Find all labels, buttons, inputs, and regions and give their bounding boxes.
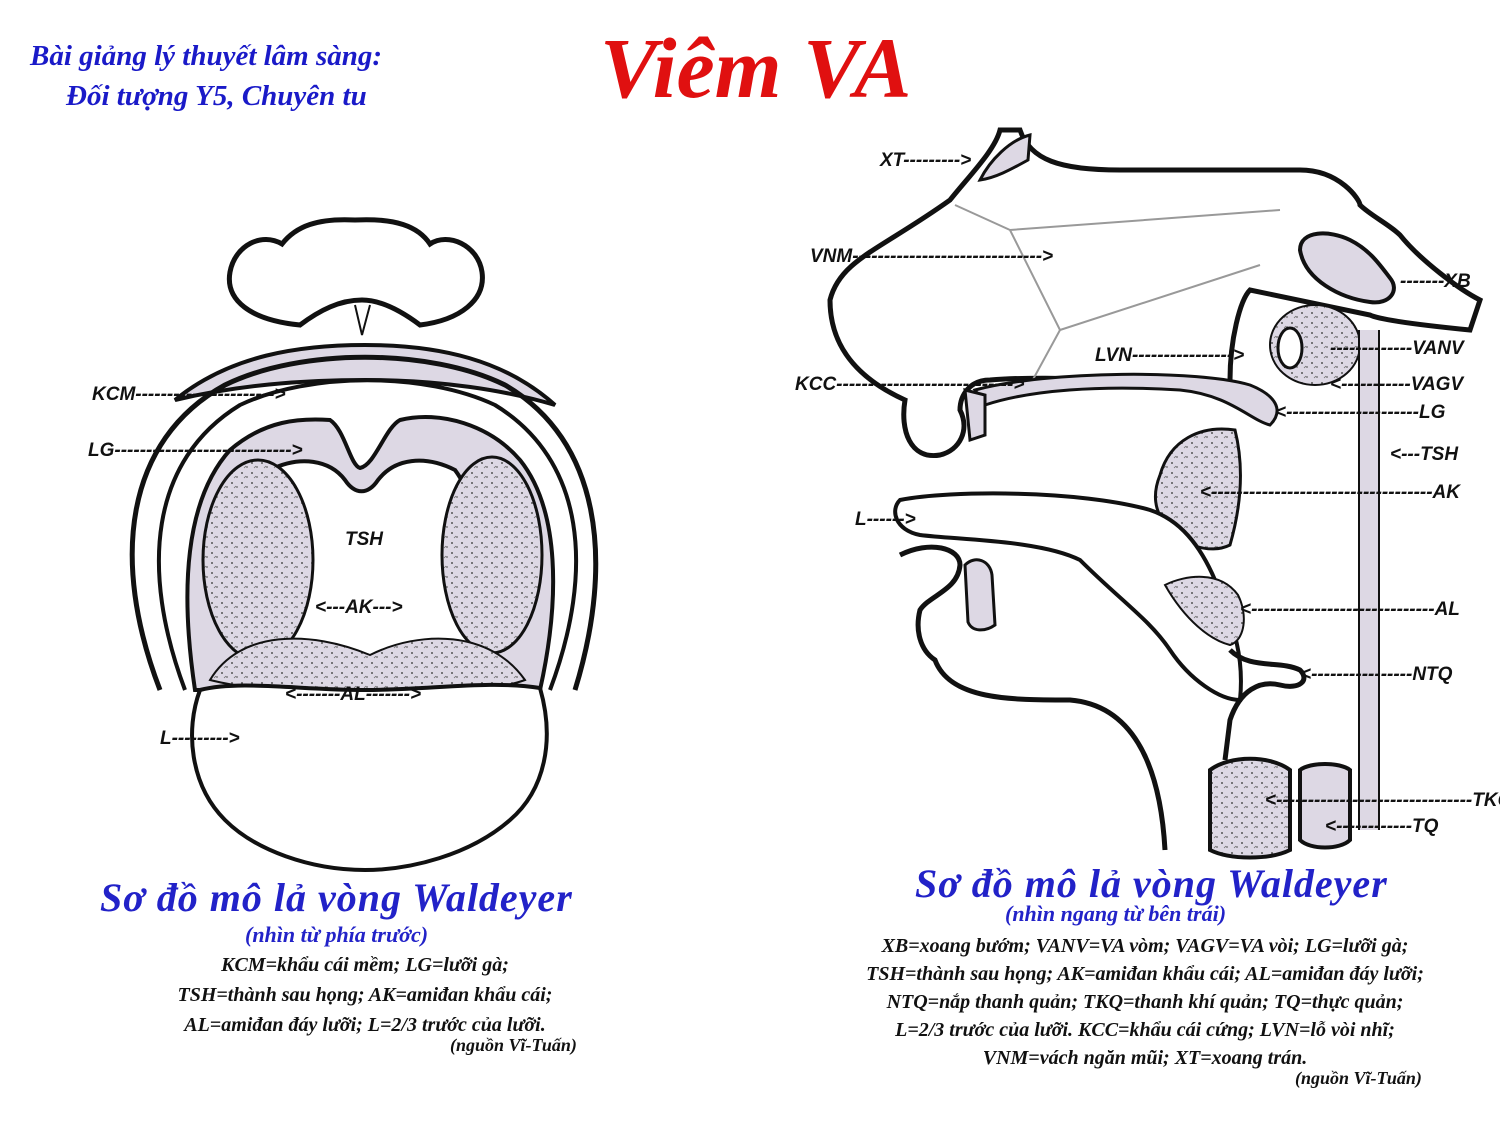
- upper-teeth: [963, 388, 987, 443]
- mouth-inner-arc: [156, 378, 579, 691]
- side-legend-line: NTQ=nắp thanh quản; TKQ=thanh khí quản; …: [886, 991, 1404, 1013]
- label-ak-side: <-----------------------------------AK: [1200, 482, 1461, 503]
- frontal-sinus: [977, 133, 1032, 182]
- palatine-tonsil-right: [440, 455, 544, 655]
- label-kcm-front: KCM---------------------->: [92, 384, 286, 405]
- label-kcc: KCC---------------------------->: [795, 374, 1024, 395]
- label-ak-front: <---AK--->: [315, 597, 403, 618]
- front-legend-line: TSH=thành sau họng; AK=amiđan khẩu cái;: [177, 984, 553, 1006]
- label-vanv: -------------VANV: [1330, 338, 1465, 359]
- side-caption-title: Sơ đồ mô lả vòng Waldeyer: [915, 861, 1388, 906]
- side-legend-line: XB=xoang bướm; VANV=VA vòm; VAGV=VA vòi;…: [881, 935, 1409, 957]
- label-vagv: <-----------VAGV: [1330, 374, 1464, 395]
- tongue-side: [893, 491, 1243, 703]
- side-caption-subtitle: (nhìn ngang từ bên trái): [1005, 901, 1227, 926]
- front-caption-subtitle: (nhìn từ phía trước): [245, 922, 429, 947]
- label-tsh-side: <---TSH: [1390, 444, 1459, 465]
- label-lvn: LVN---------------->: [1095, 345, 1244, 366]
- lower-teeth: [963, 558, 997, 632]
- subtitle-line-2: Đối tượng Y5, Chuyên tu: [66, 80, 367, 112]
- label-xb: -------XB: [1400, 271, 1471, 292]
- label-lg-side: <---------------------LG: [1275, 402, 1446, 423]
- label-xt: XT--------->: [879, 150, 971, 171]
- esophagus: [1298, 762, 1352, 850]
- front-legend-line: KCM=khẩu cái mềm; LG=lưỡi gà;: [221, 954, 509, 976]
- front-view-diagram: KCM----------------------> LG-----------…: [88, 217, 599, 873]
- label-l-front: L--------->: [160, 728, 240, 749]
- philtrum: [354, 304, 371, 336]
- label-lg-front: LG---------------------------->: [88, 440, 303, 461]
- front-caption-title: Sơ đồ mô lả vòng Waldeyer: [100, 875, 573, 920]
- front-source: (nguồn Vĩ-Tuấn): [450, 1035, 577, 1055]
- front-legend-line: AL=amiđan đáy lưỡi; L=2/3 trước của lưỡi…: [184, 1014, 546, 1036]
- side-legend-line: TSH=thành sau họng; AK=amiđan khẩu cái; …: [866, 963, 1424, 985]
- side-source: (nguồn Vĩ-Tuấn): [1295, 1068, 1422, 1088]
- nose-outline: [226, 217, 485, 328]
- side-legend-line: L=2/3 trước của lưỡi. KCC=khẩu cái cứng;…: [895, 1019, 1395, 1041]
- hard-palate: [972, 372, 1279, 427]
- label-ntq: <----------------NTQ: [1300, 664, 1453, 685]
- side-view-diagram: XT---------> VNM------------------------…: [795, 127, 1500, 860]
- eustachian-orifice: [1276, 326, 1304, 370]
- trachea: [1208, 756, 1292, 860]
- label-vnm: VNM------------------------------>: [810, 246, 1053, 267]
- side-legend: XB=xoang bướm; VANV=VA vòm; VAGV=VA vòi;…: [830, 932, 1460, 1072]
- label-tsh-front: TSH: [345, 529, 384, 550]
- lower-lip: [898, 544, 1168, 851]
- subtitle-line-1: Bài giảng lý thuyết lâm sàng:: [30, 40, 383, 72]
- sphenoid-sinus: [1297, 231, 1396, 305]
- page-title: Viêm VA: [600, 20, 912, 116]
- upper-lip: [173, 342, 557, 407]
- nasal-septum: [954, 204, 1281, 386]
- lingual-tonsil-side: [1163, 575, 1245, 647]
- label-tq: <------------TQ: [1325, 816, 1439, 837]
- lecture-subtitle: Bài giảng lý thuyết lâm sàng: Đối tượng …: [30, 36, 500, 116]
- tongue: [190, 682, 549, 873]
- label-tkq: <-------------------------------TKQ: [1265, 790, 1500, 811]
- front-legend: KCM=khẩu cái mềm; LG=lưỡi gà; TSH=thành …: [95, 950, 635, 1040]
- mouth-outer-arc: [129, 354, 599, 691]
- side-legend-line: VNM=vách ngăn mũi; XT=xoang trán.: [982, 1047, 1308, 1069]
- epiglottis: [1222, 648, 1307, 761]
- palatine-tonsil-left: [201, 458, 315, 662]
- label-al-side: <-----------------------------AL: [1240, 599, 1460, 620]
- label-l-side: L------>: [855, 509, 916, 530]
- label-al-front: <-------AL------->: [285, 684, 421, 705]
